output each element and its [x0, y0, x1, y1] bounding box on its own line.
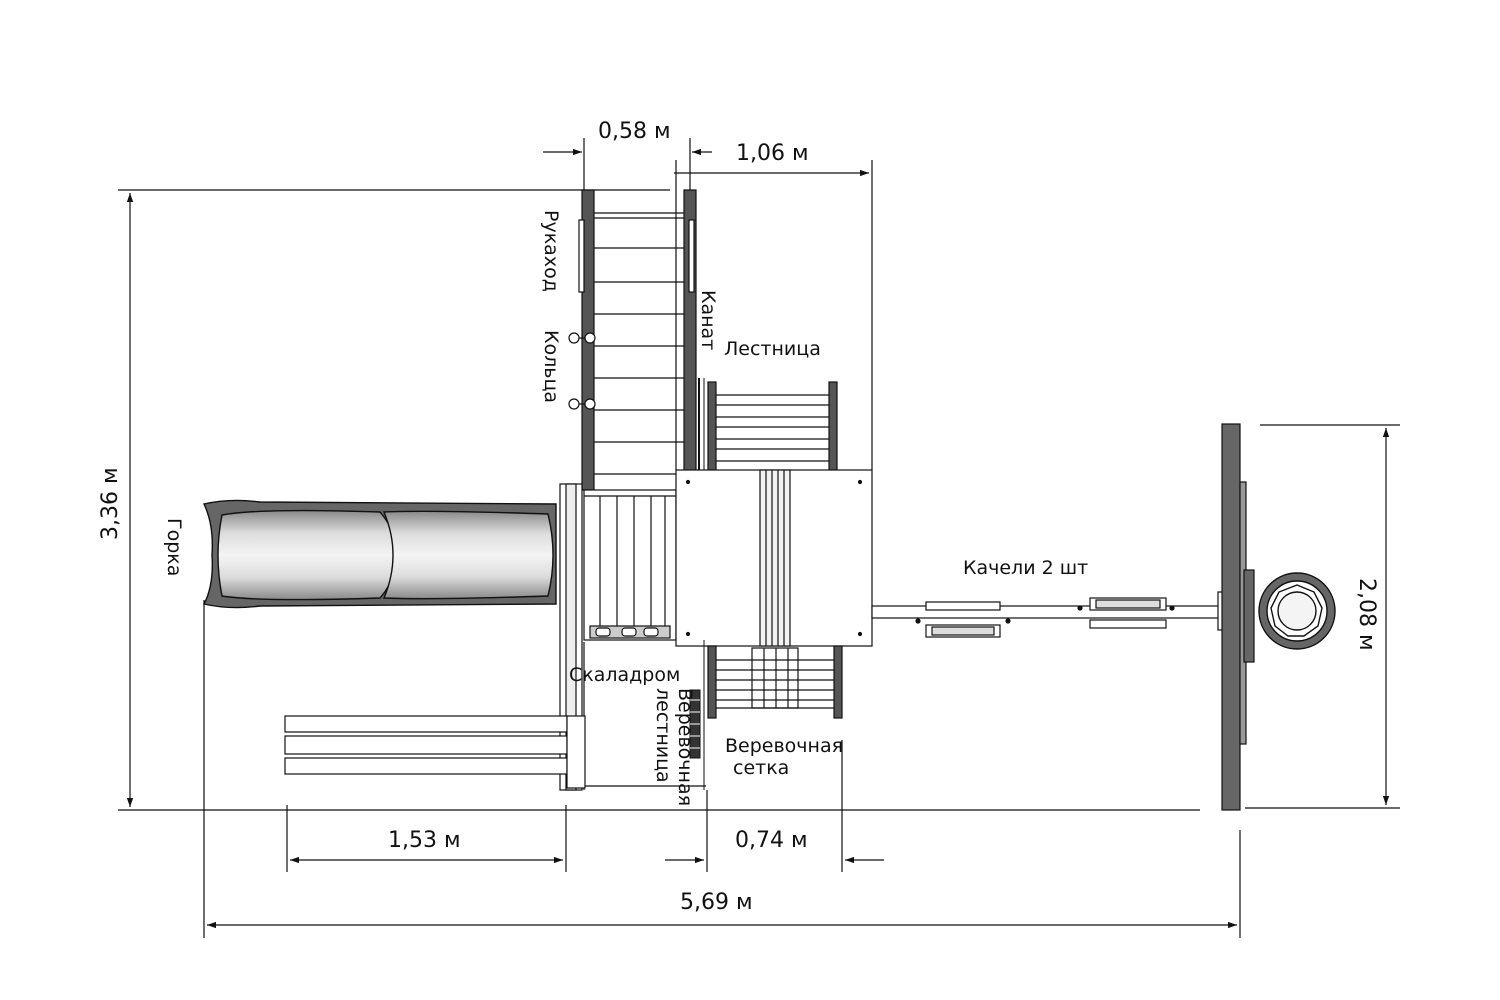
- dimension-074: 0,74 м: [735, 828, 808, 853]
- label-koltsa: Кольца: [540, 330, 562, 404]
- label-gorka: Горка: [163, 518, 185, 577]
- swing-a-frame: [1221, 423, 1255, 811]
- rope-ladder: [689, 640, 705, 790]
- monkey-bars: [568, 189, 705, 640]
- ladder: [707, 381, 838, 473]
- dimension-058: 0,58 м: [598, 119, 671, 144]
- dimension-208: 2,08 м: [1354, 578, 1379, 651]
- label-verevochnaya-setka-2: сетка: [733, 757, 790, 779]
- slide: [202, 499, 557, 609]
- platform: [675, 469, 873, 647]
- rings-icon: [568, 332, 596, 410]
- dimension-106: 1,06 м: [736, 141, 809, 166]
- label-kanat: Канат: [697, 290, 719, 351]
- tower-frame: [559, 483, 706, 791]
- dimension-lines: [118, 138, 1400, 938]
- tire-swing: [1258, 572, 1336, 650]
- label-kacheli: Качели 2 шт: [963, 557, 1089, 579]
- label-verevochnaya-setka-1: Веревочная: [725, 735, 844, 757]
- label-verevochnaya-lestnitsa-1: Веревочная: [674, 688, 696, 807]
- rope-net: [707, 645, 843, 719]
- label-verevochnaya-lestnitsa-2: лестница: [652, 688, 674, 783]
- label-lestnitsa: Лестница: [724, 338, 821, 360]
- dimension-153: 1,53 м: [388, 828, 461, 853]
- bench: [284, 715, 586, 789]
- dimension-336: 3,36 м: [98, 467, 123, 540]
- label-skaladrom: Скаладром: [569, 664, 681, 686]
- label-rukohod: Рукаход: [540, 210, 562, 292]
- swing-beam: [871, 591, 1249, 638]
- dimension-569: 5,69 м: [680, 890, 753, 915]
